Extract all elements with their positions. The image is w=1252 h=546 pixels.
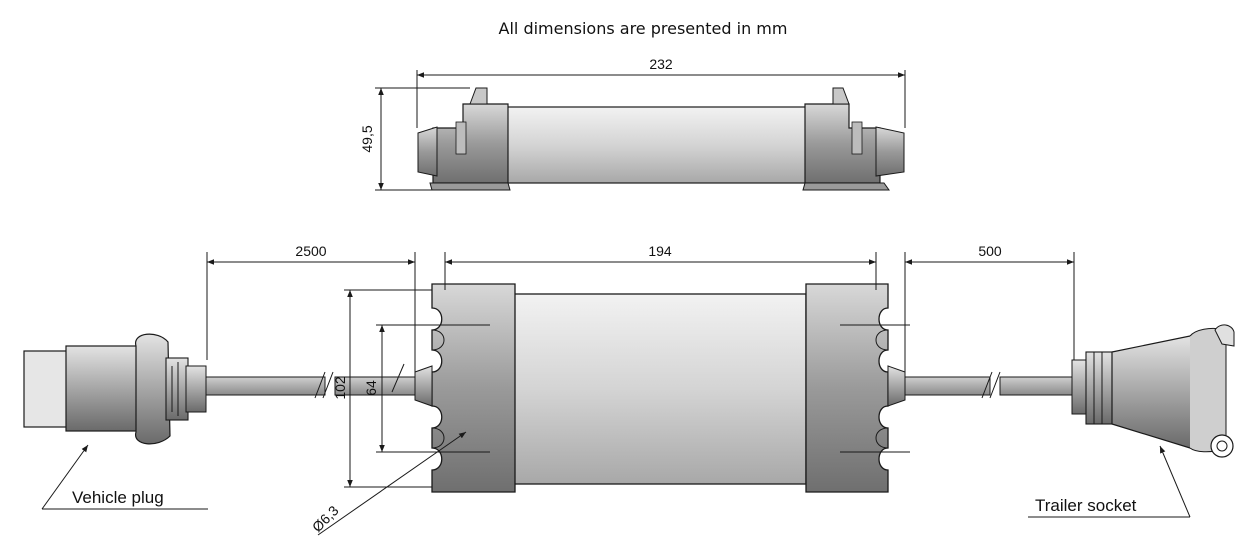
top-view <box>417 87 905 191</box>
dimension-hole-spacing: 64 <box>363 324 910 453</box>
dimension-top-height: 49,5 <box>359 87 470 191</box>
drawing-title: All dimensions are presented in mm <box>499 19 788 38</box>
trailer-socket-label: Trailer socket <box>1035 496 1137 515</box>
body-width-label: 102 <box>332 376 348 400</box>
main-body-plan <box>414 283 906 493</box>
hole-spacing-label: 64 <box>363 380 379 396</box>
dimension-body-width: 102 <box>332 289 432 488</box>
cable-trailer-label: 500 <box>978 243 1002 259</box>
vehicle-plug <box>23 333 207 445</box>
top-width-label: 232 <box>649 56 673 72</box>
top-height-label: 49,5 <box>359 125 375 152</box>
dimension-cable-vehicle: 2500 <box>206 243 416 372</box>
dimension-body-length: 194 <box>444 243 877 290</box>
dimension-top-width: 232 <box>416 56 906 128</box>
dimension-cable-trailer: 500 <box>904 243 1075 372</box>
cable-vehicle-label: 2500 <box>295 243 326 259</box>
vehicle-cable <box>204 371 416 399</box>
callout-vehicle-plug: Vehicle plug <box>41 444 208 510</box>
callout-trailer-socket: Trailer socket <box>1028 445 1191 518</box>
vehicle-plug-label: Vehicle plug <box>72 488 164 507</box>
body-length-label: 194 <box>648 243 672 259</box>
trailer-socket <box>1071 324 1235 458</box>
trailer-cable <box>904 371 1076 399</box>
